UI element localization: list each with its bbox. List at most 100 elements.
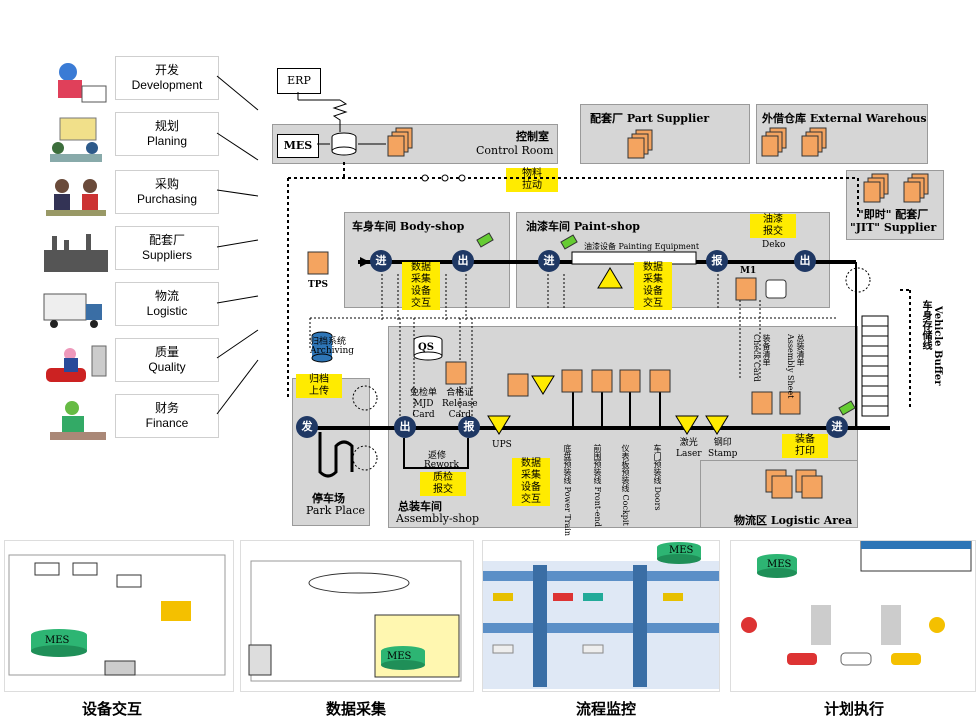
developer-person-icon — [40, 58, 112, 108]
function-cn: 开发 — [154, 63, 179, 77]
function-cn: 规划 — [154, 119, 179, 133]
planning-meeting-icon — [40, 114, 112, 164]
data-collection-label: 数据采集 — [326, 700, 387, 718]
tps-label: TPS — [308, 280, 328, 290]
function-box-quality: 质量 Quality — [115, 338, 219, 382]
buffer-en: Vehicle Buffer — [932, 306, 943, 386]
mes-db-label: MES — [669, 545, 694, 556]
assembly-in-node: 进 — [826, 416, 848, 438]
documents-icon — [902, 172, 932, 204]
function-en: Quality — [148, 360, 186, 374]
archiving-cn: 归档系统 — [310, 337, 347, 347]
function-box-logistic: 物流 Logistic — [115, 282, 219, 326]
body-shop-out-node: 出 — [452, 250, 474, 272]
logistic-truck-icon — [40, 284, 112, 334]
qs-label: QS — [418, 342, 434, 353]
park-title-en: Park Place — [306, 504, 366, 517]
part-supplier-title: 配套厂 Part Supplier — [590, 112, 710, 125]
body-shop-title: 车身车间 Body-shop — [352, 220, 465, 233]
function-en: Planing — [146, 134, 188, 148]
function-en: Suppliers — [141, 248, 193, 262]
database-icon — [330, 132, 358, 156]
function-box-development: 开发 Development — [115, 56, 219, 100]
check-card-label: 装备清单 Check Card — [752, 334, 771, 382]
release-card-label: 合格证 Release Card — [442, 388, 478, 420]
rework-cn: 返修 — [428, 451, 447, 461]
function-box-planing: 规划 Planing — [115, 112, 219, 156]
mes-db-label: MES — [767, 559, 792, 570]
function-en: Logistic — [146, 304, 188, 318]
archive-upload-label: 归档 上传 — [296, 374, 342, 398]
quality-report-label: 质检 报交 — [420, 472, 466, 496]
mes-db-label: MES — [387, 651, 412, 662]
documents-icon — [862, 172, 892, 204]
station-cockpit: 仪表板预装线 Cockpit — [621, 444, 630, 526]
control-room-title-en: Control Room — [476, 144, 554, 157]
assembly-title-en: Assembly-shop — [396, 512, 480, 525]
paint-shop-in-node: 进 — [538, 250, 560, 272]
buffer-cn: 车身存储线 — [920, 300, 931, 350]
body-shop-in-node: 进 — [370, 250, 392, 272]
jit-supplier-title: "即时" 配套厂 "JIT" Supplier — [850, 208, 937, 234]
function-box-purchasing: 采购 Purchasing — [115, 170, 219, 214]
plan-execution-label: 计划执行 — [824, 700, 885, 718]
documents-icon — [386, 126, 416, 158]
documents-icon — [760, 126, 790, 158]
process-monitoring-label: 流程监控 — [576, 700, 637, 718]
function-box-finance: 财务 Finance — [115, 394, 219, 438]
purchasing-handshake-icon — [40, 170, 112, 220]
assembly-report-node: 报 — [458, 416, 480, 438]
function-cn: 采购 — [154, 177, 179, 191]
function-box-suppliers: 配套厂 Suppliers — [115, 226, 219, 270]
painting-equipment-label: 油漆设备 Painting Equipment — [584, 242, 700, 251]
deko-text: Deko — [762, 240, 786, 250]
assembly-sheet-label: 总装清单 Assembly Sheet — [786, 334, 805, 399]
erp-box: ERP — [277, 68, 321, 94]
deko-label: 油漆 报交 — [750, 214, 796, 238]
data-collection-panel: MES — [240, 540, 474, 692]
documents-icon — [626, 128, 656, 160]
park-title-cn: 停车场 — [312, 492, 345, 505]
mes-db-label: MES — [45, 635, 70, 646]
function-cn: 质量 — [154, 345, 179, 359]
assembly-data-label: 数据 采集 设备 交互 — [512, 458, 550, 506]
material-pull-label: 物料 拉动 — [506, 168, 558, 192]
paint-shop-report-node: 报 — [706, 250, 728, 272]
control-room-title-cn: 控制室 — [516, 130, 549, 143]
laser-label: 激光 Laser — [676, 438, 702, 459]
equipment-interaction-label: 设备交互 — [82, 700, 143, 718]
station-doors: 车门预装线 Doors — [653, 444, 662, 511]
mes-box: MES — [277, 134, 319, 158]
archiving-en: Archiving — [310, 346, 355, 356]
function-en: Development — [131, 78, 203, 92]
park-place-panel — [292, 378, 370, 526]
stamp-label: 钢印 Stamp — [708, 438, 738, 459]
function-cn: 财务 — [154, 401, 179, 415]
quality-inspector-icon — [40, 340, 112, 390]
station-front-end: 前围预装线 Front-end — [593, 444, 602, 527]
assembly-out-node: 出 — [394, 416, 416, 438]
rework-en: Rework — [424, 460, 459, 470]
ups-label: UPS — [492, 440, 512, 450]
station-power-train: 底盘预装线 Power Train — [563, 444, 572, 537]
function-cn: 物流 — [154, 289, 179, 303]
logistic-area-title: 物流区 Logistic Area — [734, 514, 853, 527]
paint-shop-out-node: 出 — [794, 250, 816, 272]
part-supplier-panel — [580, 104, 750, 164]
equipment-interaction-panel: MES — [4, 540, 234, 692]
paint-shop-title: 油漆车间 Paint-shop — [526, 220, 640, 233]
function-en: Finance — [145, 416, 189, 430]
assembly-print-label: 装备 打印 — [782, 434, 828, 458]
function-cn: 配套厂 — [148, 233, 185, 247]
process-monitoring-panel: MES — [482, 540, 720, 692]
exempt-card-label: 免检单 MJD Card — [410, 388, 438, 420]
assembly-title-cn: 总装车间 — [398, 500, 442, 513]
m1-label: M1 — [740, 266, 757, 276]
documents-icon — [800, 126, 830, 158]
park-send-node: 发 — [296, 416, 318, 438]
paint-shop-data-label: 数据 采集 设备 交互 — [634, 262, 672, 310]
body-shop-data-label: 数据 采集 设备 交互 — [402, 262, 440, 310]
external-warehouse-title: 外借仓库 External Warehous — [762, 112, 927, 125]
